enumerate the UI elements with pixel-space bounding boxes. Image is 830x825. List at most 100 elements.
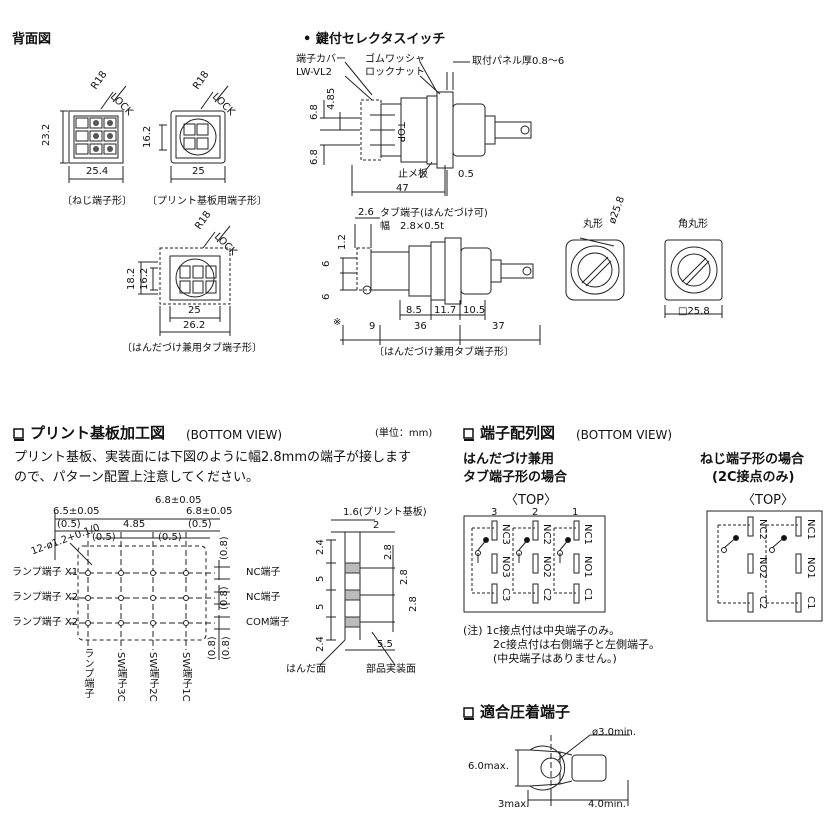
caption-tab-side: 〔はんだづけ兼用タブ端子形〕 — [374, 347, 514, 358]
terminal-label: NC2 — [541, 524, 552, 545]
pcb-dim: (0.5) — [57, 519, 81, 530]
key-switch-title: • 鍵付セレクタスイッチ — [303, 32, 446, 47]
note-line2: 2c接点付は右側端子と左側端子。 — [493, 638, 661, 651]
dim-6-a: 6 — [321, 260, 332, 267]
terminal-label: NC1 — [805, 519, 816, 540]
terminal-label: NO1 — [805, 557, 816, 579]
key-switch-tab-view — [340, 217, 541, 345]
tab-terminal-label: タブ端子(はんだづけ可) — [380, 208, 488, 219]
right-heading-1: ねじ端子形の場合 — [700, 452, 805, 467]
terminal-label: C2 — [541, 588, 552, 602]
col-label: SW端子1C — [180, 652, 191, 702]
side-dim: (0.8) — [219, 586, 230, 610]
section-dim: 5.5 — [377, 639, 393, 650]
dim-8-5: 8.5 — [406, 305, 422, 316]
terminal-label: C1 — [582, 588, 593, 602]
side-dim: (0.8) — [207, 636, 218, 660]
pcb-section-view — [319, 519, 396, 666]
side-dim: (0.8) — [219, 536, 230, 560]
terminal-label: NC2 — [757, 519, 768, 540]
key-switch-side-view — [320, 61, 532, 196]
dim-1-2: 1.2 — [337, 234, 348, 250]
caption-screw: 〔ねじ端子形〕 — [62, 196, 132, 207]
dim-6-b: 6 — [321, 293, 332, 300]
section-dim: 2.8 — [383, 544, 394, 560]
terminal-label: C1 — [805, 596, 816, 610]
pcb-dim: (0.5) — [188, 519, 212, 530]
round-bezel-view — [565, 237, 625, 301]
terminal-cover-label: 端子カバー — [296, 54, 346, 65]
left-heading-1: はんだづけ兼用 — [463, 452, 555, 467]
top-label: TOP — [395, 122, 406, 143]
section-dim: 5 — [315, 575, 326, 582]
pcb-hole-diagram — [54, 512, 230, 660]
pcb-dim: 6.8±0.05 — [155, 495, 202, 506]
col-number: 3 — [491, 507, 498, 518]
square-bezel-view — [664, 239, 723, 318]
width-label: 幅 — [380, 221, 390, 232]
square-label: 角丸形 — [678, 219, 708, 230]
dim-2-6: 2.6 — [358, 207, 374, 218]
row-label: ランプ端子 X1 — [12, 567, 79, 578]
section-dim: 5 — [315, 603, 326, 610]
terminal-section-subtitle: (BOTTOM VIEW) — [576, 428, 673, 442]
caption-tab: 〔はんだづけ兼用タブ端子形〕 — [122, 343, 262, 354]
crimp-dim: 4.0min. — [588, 799, 626, 810]
terminal-label: NO3 — [500, 556, 511, 578]
note-line1: (注) 1c接点付は中央端子のみ。 — [463, 624, 621, 637]
dim-4-85: 4.85 — [326, 87, 337, 110]
rear-view-tab — [138, 225, 231, 336]
right-heading-2: (2C接点のみ) — [712, 470, 795, 485]
top-label-left: 〈TOP〉 — [505, 493, 558, 508]
pcb-dim: 6.8±0.05 — [186, 506, 233, 517]
pcb-dim: (0.5) — [158, 532, 182, 543]
rear-view-title: 背面図 — [12, 32, 52, 47]
model-label: LW-VL2 — [296, 67, 332, 78]
section-marker-icon — [463, 428, 474, 439]
pcb-section-title: プリント基板加工図 — [30, 424, 166, 442]
dim-height: 16.2 — [142, 125, 153, 148]
panel-thickness-label: 取付パネル厚0.8～6 — [472, 56, 565, 67]
col-label: SW端子2C — [147, 652, 158, 702]
terminal-section-title: 端子配列図 — [480, 424, 556, 442]
terminal-diagram-screw — [706, 510, 823, 622]
dim-6-8-top: 6.8 — [309, 104, 320, 120]
stop-plate-label: 止メ板 — [398, 169, 428, 180]
terminal-label: NO2 — [541, 556, 552, 578]
dim-37: 37 — [492, 321, 505, 332]
dim-height-outer: 18.2 — [126, 267, 137, 290]
terminal-label: C2 — [757, 596, 768, 610]
row-label: ランプ端子 X2 — [12, 592, 79, 603]
col-number: 2 — [532, 507, 539, 518]
side-dim: (0.8) — [221, 636, 232, 660]
terminal-label: NO1 — [582, 556, 593, 578]
terminal-label: NC3 — [500, 524, 511, 545]
crimp-dim: 6.0max. — [468, 761, 509, 772]
section-marker-icon — [463, 707, 474, 718]
dim-width-outer: 26.2 — [183, 320, 206, 331]
section-dim: 2.8 — [399, 569, 410, 585]
dim-width: 25.4 — [86, 166, 109, 177]
dim-height-inner: 16.2 — [139, 267, 150, 290]
pcb-dim: (0.5) — [92, 532, 116, 543]
section-dim: 2.4 — [315, 539, 326, 555]
rear-view-pcb — [159, 85, 229, 183]
dim-height: 23.2 — [41, 123, 52, 146]
section-marker-icon — [13, 428, 24, 439]
crimp-section-title: 適合圧着端子 — [480, 703, 571, 721]
pcb-desc-line2: ので、パターン配置上注意してください。 — [14, 470, 260, 485]
tab-size-label: 2.8×0.5t — [400, 221, 445, 232]
dim-0-5: 0.5 — [458, 169, 474, 180]
crimp-dim: 3max. — [498, 799, 530, 810]
rubber-washer-label: ゴムワッシャ — [365, 54, 425, 65]
terminal-diagram-tab — [463, 515, 606, 613]
dim-11-7: 11.7 — [434, 305, 457, 316]
left-heading-2: タブ端子形の場合 — [463, 470, 568, 485]
dim-10-5: 10.5 — [463, 305, 486, 316]
note-mark: ※ — [333, 317, 342, 328]
col-label: SW端子3C — [115, 652, 126, 702]
square-dim: □25.8 — [678, 306, 710, 317]
pcb-desc-line1: プリント基板、実装面には下図のように幅2.8mmの端子が接します — [14, 450, 412, 465]
section-dim: 2 — [373, 520, 380, 531]
col-label: ランプ端子 — [82, 648, 93, 698]
